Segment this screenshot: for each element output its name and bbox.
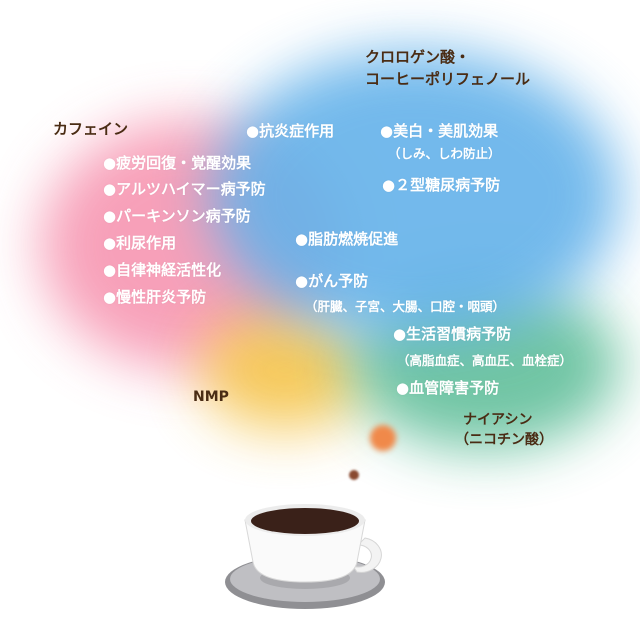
polyphenol-title-line2: コーヒーポリフェノール bbox=[365, 70, 531, 88]
polyphenol-title: クロロゲン酸・ コーヒーポリフェノール bbox=[365, 46, 530, 90]
polyphenol-item: ●抗炎症作用 bbox=[246, 122, 335, 140]
niacin-title-line2: （ニコチン酸） bbox=[455, 432, 553, 448]
polyphenol-item-note: （しみ、しわ防止） bbox=[388, 146, 501, 161]
brown-bubble bbox=[349, 470, 359, 480]
caffeine-item: ●アルツハイマー病予防 bbox=[103, 180, 266, 198]
niacin-title-line1: ナイアシン bbox=[463, 412, 533, 428]
polyphenol-blob bbox=[210, 50, 620, 340]
polyphenol-item: ●２型糖尿病予防 bbox=[382, 176, 501, 194]
niacin-title: ナイアシン （ニコチン酸） bbox=[455, 410, 553, 450]
caffeine-item: ●疲労回復・覚醒効果 bbox=[103, 154, 252, 172]
caffeine-item: ●パーキンソン病予防 bbox=[103, 207, 251, 225]
caffeine-title: カフェイン bbox=[53, 120, 129, 138]
polyphenol-item-note: （肝臓、子宮、大腸、口腔・咽頭） bbox=[305, 299, 506, 314]
niacin-item: ●血管障害予防 bbox=[396, 379, 500, 397]
polyphenol-item: ●脂肪燃焼促進 bbox=[295, 230, 399, 248]
caffeine-item: ●慢性肝炎予防 bbox=[103, 288, 207, 306]
polyphenol-item: ●がん予防 bbox=[295, 272, 369, 290]
polyphenol-title-line1: クロロゲン酸・ bbox=[365, 48, 471, 66]
nmp-title: NMP bbox=[193, 389, 229, 405]
orange-bubble bbox=[370, 425, 396, 451]
caffeine-item: ●利尿作用 bbox=[103, 234, 177, 252]
polyphenol-item: ●美白・美肌効果 bbox=[380, 122, 499, 140]
niacin-item: ●生活習慣病予防 bbox=[393, 325, 512, 343]
caffeine-item: ●自律神経活性化 bbox=[103, 261, 222, 279]
niacin-item-note: （高脂血症、高血圧、血栓症） bbox=[397, 353, 573, 368]
coffee-cup-icon bbox=[225, 504, 385, 609]
